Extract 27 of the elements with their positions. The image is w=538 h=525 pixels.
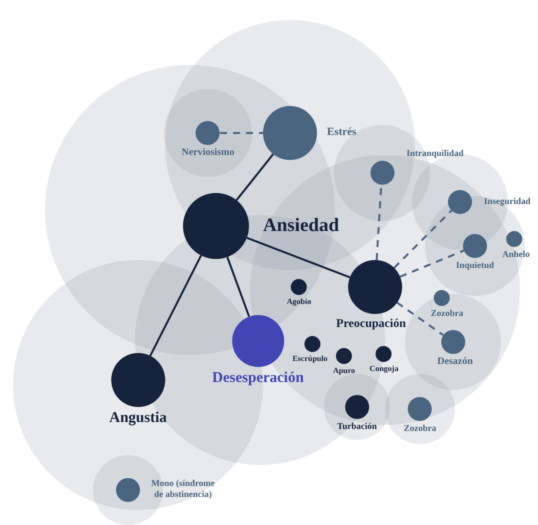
connector-line (246, 236, 350, 278)
node-label: Apuro (332, 366, 356, 376)
node-label: Congoja (370, 364, 398, 374)
node-label: Nerviosismo (182, 147, 234, 160)
node-label: Desazón (437, 356, 473, 368)
connector-line (236, 154, 274, 201)
node-label: Agobio (286, 297, 312, 307)
node-label: Anhelo (502, 249, 530, 260)
connector-line (149, 254, 202, 356)
node-label: Desesperación (212, 369, 304, 388)
node-label: Angustia (109, 409, 167, 428)
node-label: Mono (síndrome de abstinencia) (150, 478, 216, 500)
connector-line (226, 256, 250, 317)
node-label: Estrés (327, 126, 356, 140)
node-label: Zozobra (430, 308, 464, 320)
node-label: Inseguridad (484, 196, 531, 208)
node-label: Ansiedad (263, 214, 340, 238)
node-label: Preocupación (336, 316, 406, 331)
node-label: Intranquilidad (406, 148, 464, 159)
connector-line (220, 132, 263, 134)
node-label: Zozobra (404, 423, 436, 434)
connector-line (393, 210, 452, 269)
node-label: Inquietud (456, 260, 494, 272)
node-label: Turbación (337, 421, 377, 432)
connector-line (396, 302, 444, 336)
connector-line (400, 250, 464, 278)
node-label: Escrúpulo (292, 354, 328, 364)
